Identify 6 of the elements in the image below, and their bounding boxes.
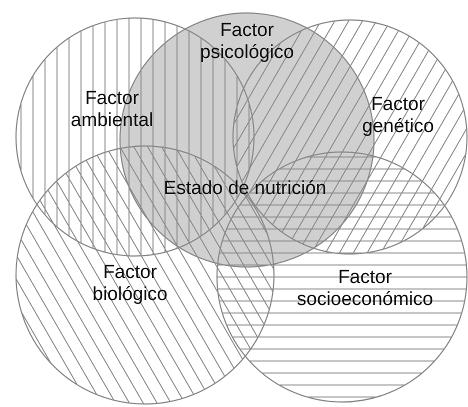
circle-label: Factor biológico: [92, 262, 168, 306]
circle-label: Factor psicológico: [199, 20, 295, 64]
center-label: Estado de nutrición: [164, 178, 326, 200]
circle-label: Factor socioeconómico: [296, 267, 434, 311]
circle-label: Factor genético: [361, 94, 435, 138]
circle-label: Factor ambiental: [70, 88, 154, 132]
